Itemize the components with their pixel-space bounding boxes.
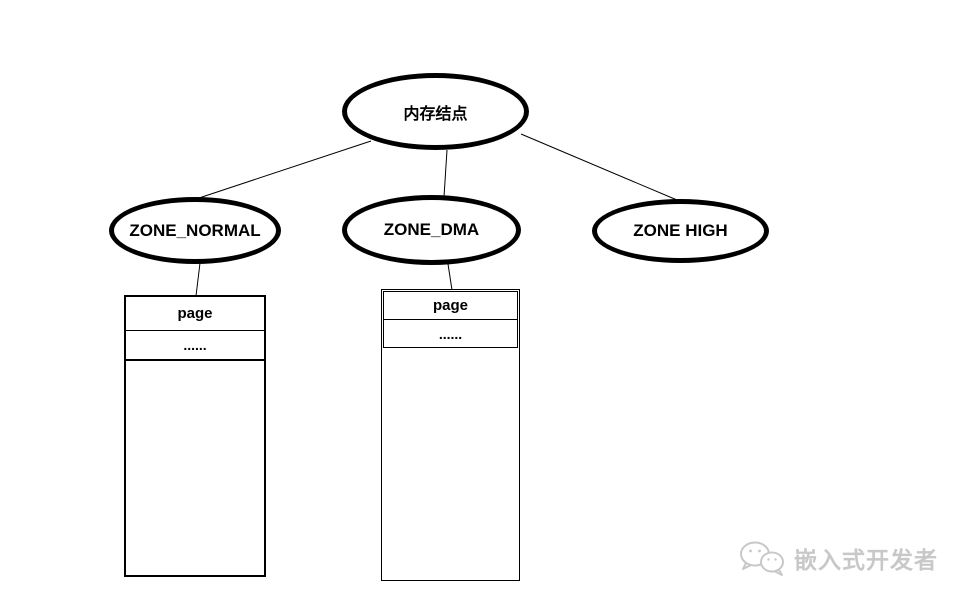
node-zone-normal-label: ZONE_NORMAL [129,220,261,240]
node-zone-normal: ZONE_NORMAL [109,197,281,264]
edge-root-zone-normal [198,140,372,199]
page-table-zone-normal: page ...... [124,295,266,577]
edge-root-zone-dma [443,149,448,198]
edge-root-zone-high [520,133,678,201]
edge-zone-normal-pages [195,262,201,297]
page-table-header: page [126,297,264,331]
node-memory-root: 内存结点 [342,73,529,150]
page-table-header: page [384,292,517,320]
node-zone-dma-label: ZONE_DMA [383,220,480,239]
wechat-icon [740,541,784,576]
node-zone-dma: ZONE_DMA [342,195,521,265]
node-zone-high: ZONE HIGH [592,199,769,263]
watermark-text: 嵌入式开发者 [794,547,938,573]
page-table-row-ellipsis: ...... [126,331,264,361]
page-table-row-ellipsis: ...... [438,325,463,342]
page-table-inner-box: page ...... [383,291,518,348]
watermark: 嵌入式开发者 [736,534,946,582]
node-zone-high-label: ZONE HIGH [633,221,728,240]
node-memory-root-label: 内存结点 [403,105,468,123]
edge-zone-dma-pages [447,263,453,291]
page-table-zone-dma: page ...... [381,289,520,581]
